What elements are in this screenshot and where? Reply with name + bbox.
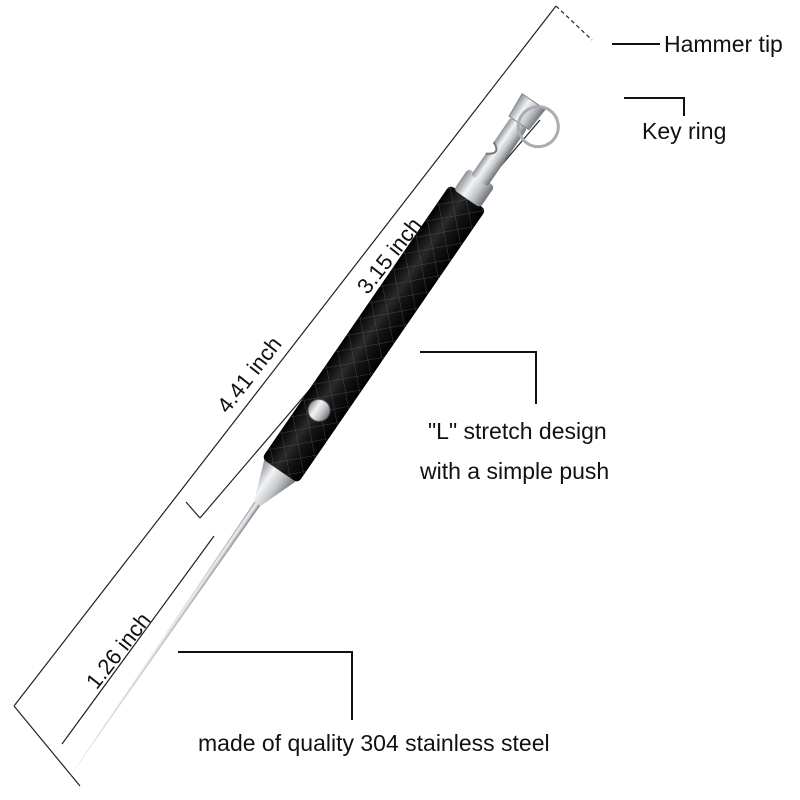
opener-notch — [485, 141, 498, 155]
opener-shaft — [472, 118, 526, 186]
l-stretch-leader — [420, 351, 537, 404]
callout-leaders — [178, 43, 685, 720]
handle-length-lower-tick — [185, 501, 201, 519]
total-length-lower-tick — [13, 705, 81, 787]
push-button — [307, 398, 331, 422]
l-stretch-label-line1: "L" stretch design — [428, 418, 607, 444]
key-ring-label: Key ring — [642, 118, 727, 144]
ferrule — [253, 460, 296, 507]
total-length-line — [13, 5, 557, 707]
total-length-upper-tick — [555, 5, 593, 41]
needle — [65, 500, 262, 783]
material-label: made of quality 304 stainless steel — [198, 730, 550, 756]
key-ring-leader — [624, 97, 685, 116]
hammer-tip-label: Hammer tip — [664, 31, 783, 57]
material-leader — [178, 651, 353, 720]
l-stretch-label-line2: with a simple push — [420, 458, 610, 484]
key-ring — [516, 105, 560, 149]
ice-pick — [65, 92, 560, 783]
tip-length-line — [61, 535, 215, 745]
